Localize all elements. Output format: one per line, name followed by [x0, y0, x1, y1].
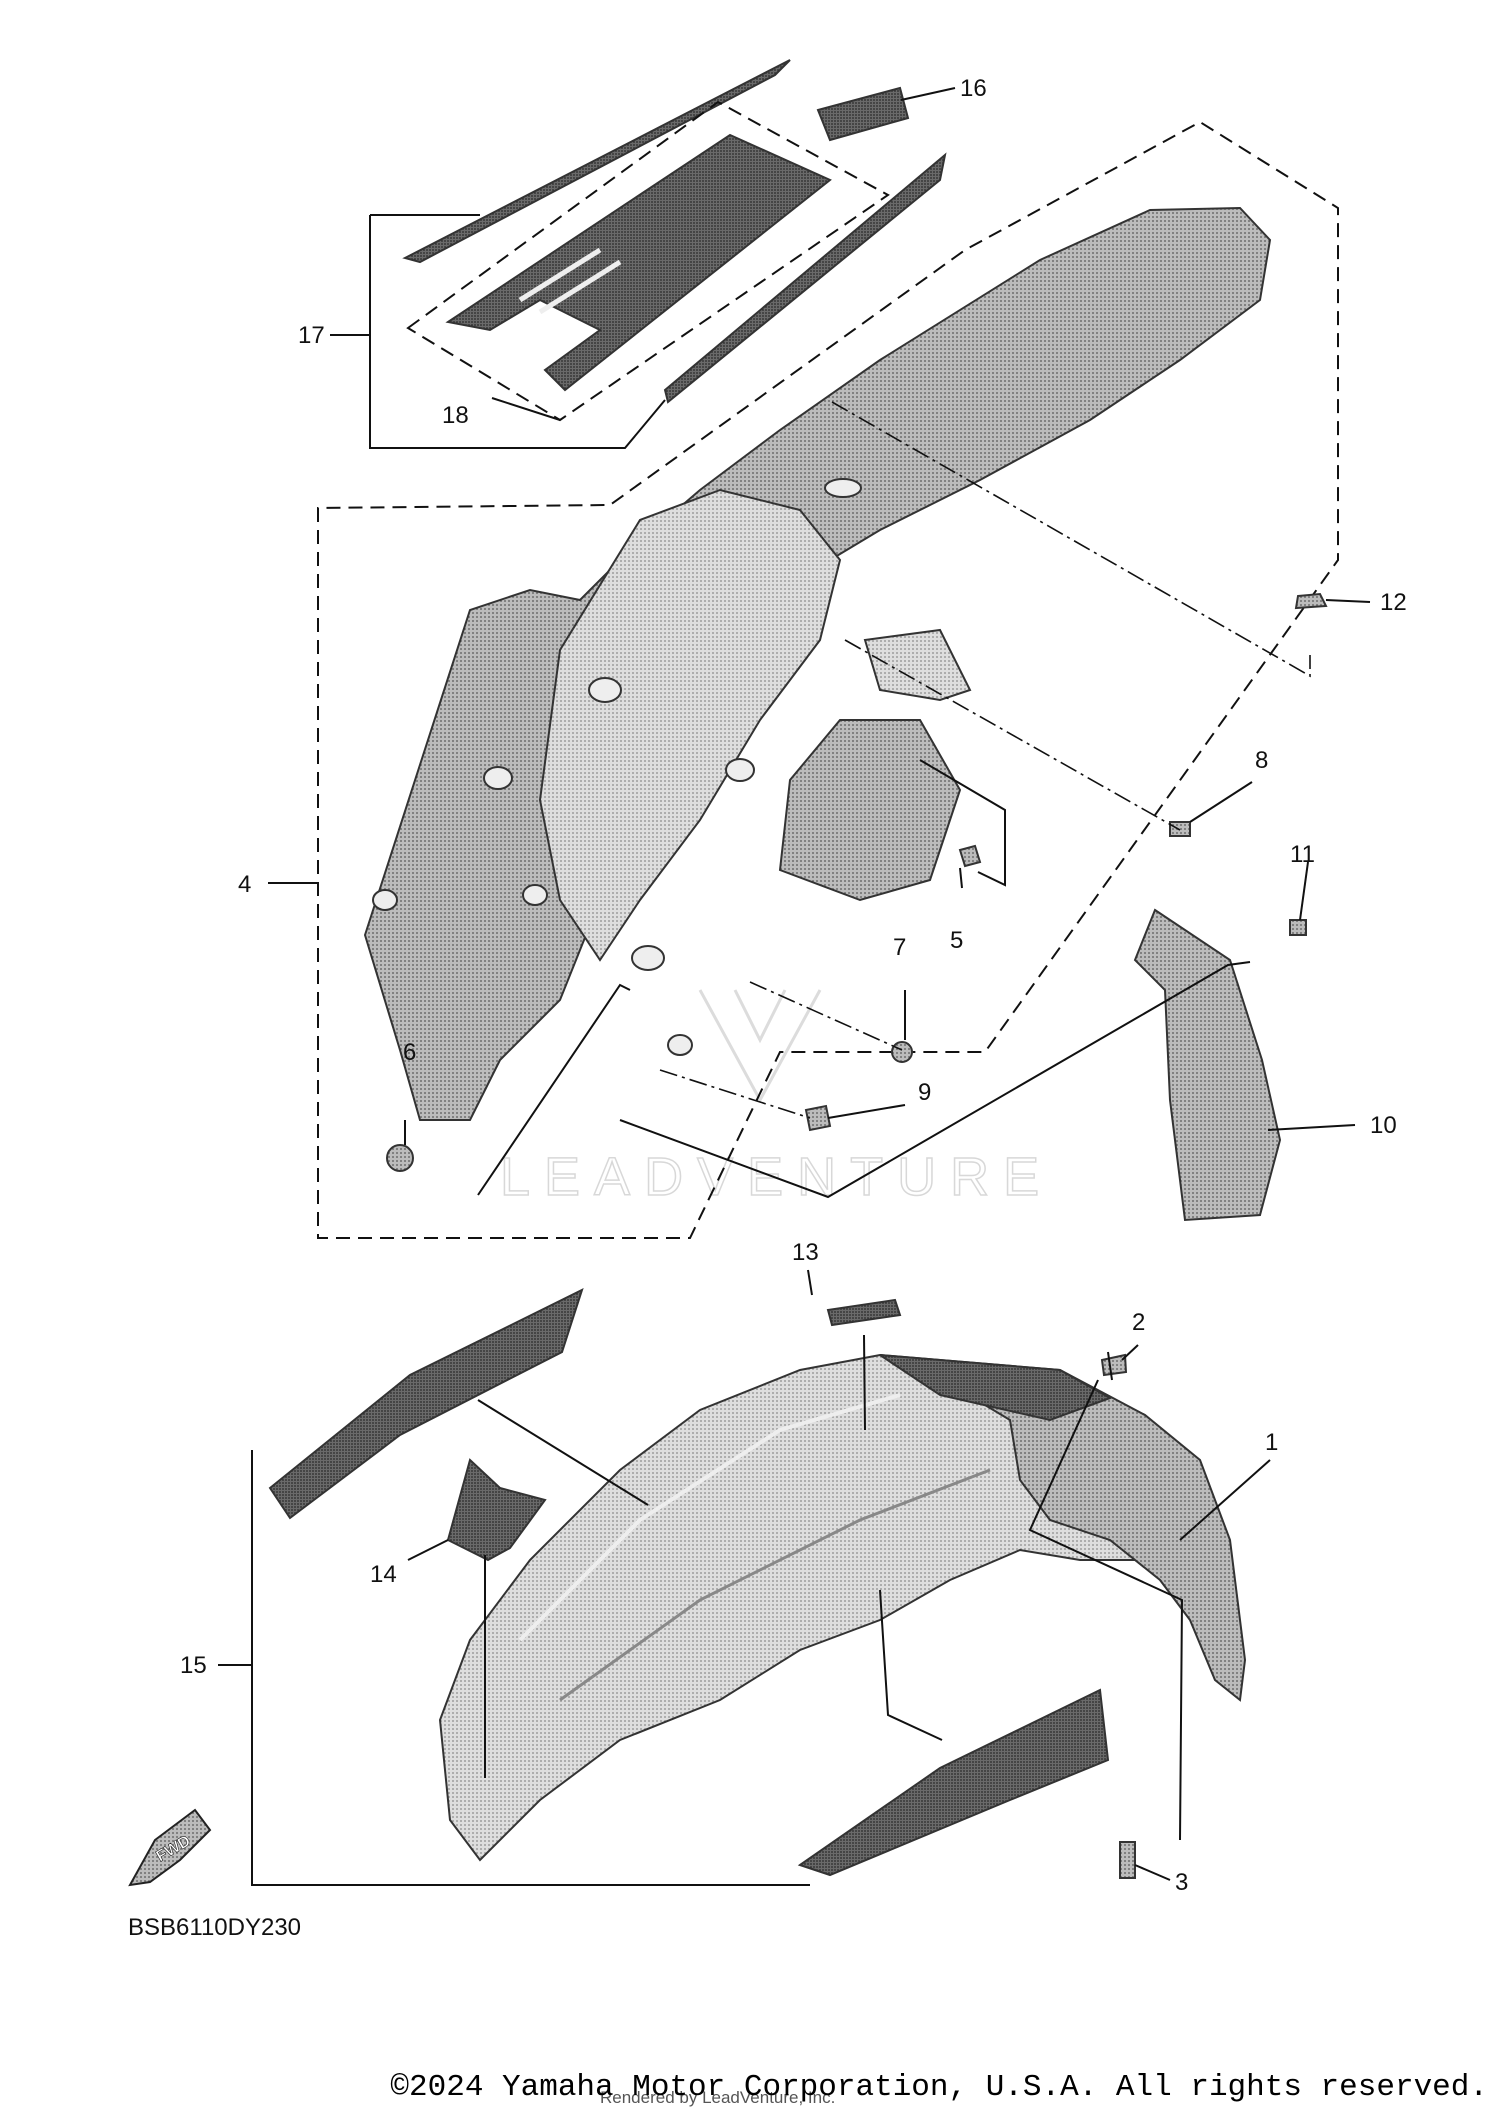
decal-13: [826, 1298, 902, 1327]
diagram-code: BSB6110DY230: [128, 1914, 301, 1941]
callout-2: 2: [1132, 1309, 1145, 1336]
callout-3: 3: [1175, 1869, 1188, 1896]
bolt-3: [1119, 1841, 1136, 1879]
callout-14: 14: [370, 1561, 397, 1588]
callout-7: 7: [893, 934, 906, 961]
callout-8: 8: [1255, 747, 1268, 774]
copyright-text: ©2024 Yamaha Motor Corporation, U.S.A. A…: [390, 2070, 1488, 2105]
rear-stripe-decal: [402, 59, 791, 264]
callout-5: 5: [950, 927, 963, 954]
callout-13: 13: [792, 1239, 819, 1266]
watermark: LEADVENTURE: [499, 989, 1053, 1208]
rendered-by-text: Rendered by LeadVenture, Inc.: [600, 2088, 836, 2107]
front-fender: [438, 1353, 1247, 1862]
callout-4: 4: [238, 871, 251, 898]
decal-14: [446, 1458, 547, 1562]
rear-side-decal-upper: [663, 152, 947, 404]
callout-18: 18: [442, 402, 469, 429]
rear-fender: [363, 206, 1272, 1121]
decal-group-17: [369, 59, 947, 449]
callout-10: 10: [1370, 1112, 1397, 1139]
fwd-arrow-icon: FWD: [128, 1808, 212, 1887]
washer-7: [891, 1041, 913, 1063]
callout-11: 11: [1290, 841, 1315, 868]
watermark-text: LEADVENTURE: [500, 1147, 1053, 1207]
callout-16: 16: [960, 75, 987, 102]
rear-main-decal: [445, 133, 832, 392]
nut-5: [958, 844, 982, 868]
bolt-8: [1169, 821, 1191, 837]
callout-9: 9: [918, 1079, 931, 1106]
decal-16: [816, 86, 910, 142]
callout-6: 6: [403, 1039, 416, 1066]
bolt-11: [1289, 919, 1307, 936]
front-fender-decal-right: [797, 1688, 1110, 1877]
callout-15: 15: [180, 1652, 207, 1679]
screw-9: [804, 1104, 832, 1132]
callout-12: 12: [1380, 589, 1407, 616]
clip-12: [1294, 592, 1328, 610]
front-fender-decal-left: [268, 1288, 584, 1520]
bolt-2: [1100, 1353, 1128, 1377]
mud-flap-10: [1133, 908, 1282, 1222]
callout-17: 17: [298, 322, 325, 349]
washer-6: [386, 1144, 414, 1172]
callout-1: 1: [1265, 1429, 1278, 1456]
